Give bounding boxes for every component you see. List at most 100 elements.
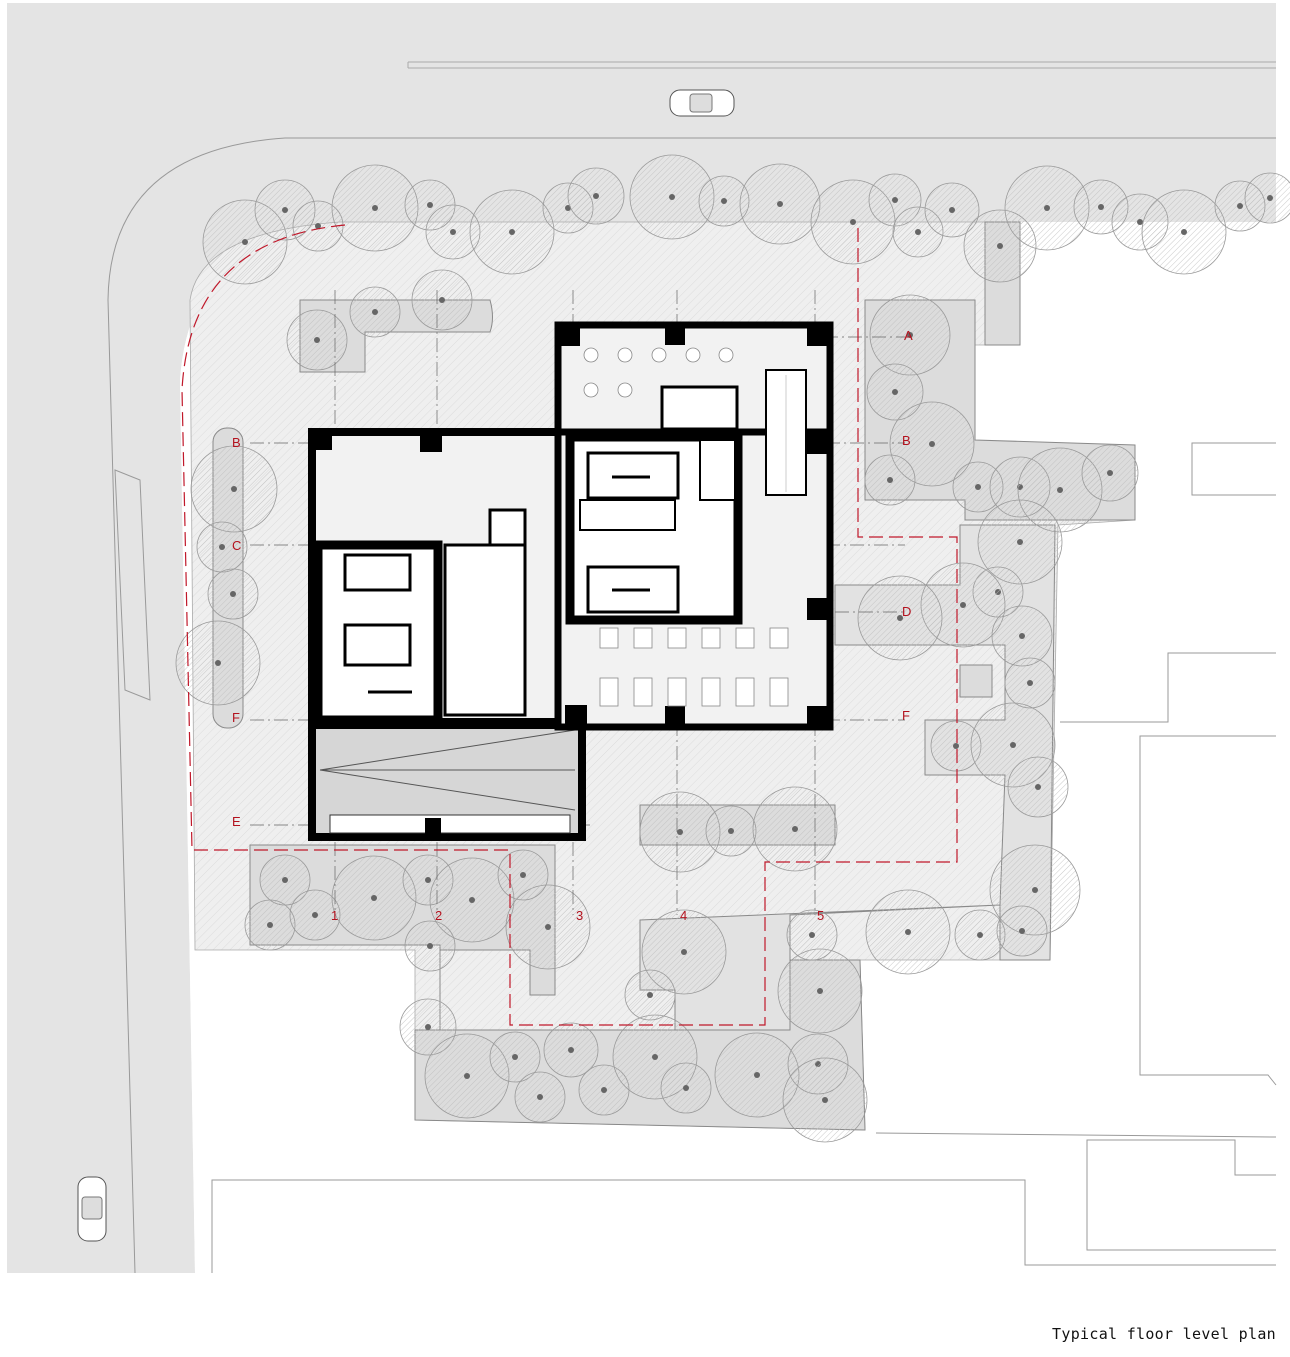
- cafe-table: [685, 347, 701, 363]
- tree-trunk: [669, 194, 675, 200]
- tree-trunk: [960, 602, 966, 608]
- grid-label-e: E: [232, 814, 241, 829]
- building: [308, 321, 834, 841]
- tree-trunk: [439, 297, 445, 303]
- dining-table: [735, 677, 755, 707]
- tree-trunk: [282, 877, 288, 883]
- tree-trunk: [231, 486, 237, 492]
- tree-trunk: [850, 219, 856, 225]
- tree-trunk: [721, 198, 727, 204]
- tree-trunk: [997, 243, 1003, 249]
- grid-label-b-west: B: [232, 435, 241, 450]
- tree-trunk: [1032, 887, 1038, 893]
- cafe-table: [617, 347, 633, 363]
- tree-trunk: [1057, 487, 1063, 493]
- tree-trunk: [372, 309, 378, 315]
- tree-trunk: [1267, 195, 1273, 201]
- dining-table: [599, 677, 619, 707]
- tree-trunk: [929, 441, 935, 447]
- tree-trunk: [953, 743, 959, 749]
- furniture: [583, 347, 789, 707]
- grid-label-1: 1: [331, 908, 338, 923]
- dining-table: [769, 627, 789, 649]
- tree-trunk: [754, 1072, 760, 1078]
- tree-trunk: [509, 229, 515, 235]
- tree-trunk: [267, 922, 273, 928]
- cafe-table: [651, 347, 667, 363]
- tree-trunk: [905, 929, 911, 935]
- tree-trunk: [312, 912, 318, 918]
- tree-trunk: [593, 193, 599, 199]
- toilets: [443, 543, 527, 717]
- tree-trunk: [425, 877, 431, 883]
- tree-trunk: [1027, 680, 1033, 686]
- tree-trunk: [315, 223, 321, 229]
- grid-label-a: A: [904, 328, 913, 343]
- grid-label-3: 3: [576, 908, 583, 923]
- tree-trunk: [1107, 470, 1113, 476]
- dining-table: [667, 627, 687, 649]
- dining-table: [599, 627, 619, 649]
- dining-table: [769, 677, 789, 707]
- tree-trunk: [1137, 219, 1143, 225]
- curb-line: [107, 137, 1276, 1274]
- tree-trunk: [975, 484, 981, 490]
- tree-trunk: [464, 1073, 470, 1079]
- tree-trunk: [537, 1094, 543, 1100]
- tree-trunk: [450, 229, 456, 235]
- tree-trunk: [1098, 204, 1104, 210]
- trees: [175, 154, 1290, 1143]
- tree-trunk: [427, 202, 433, 208]
- tree-trunk: [425, 1024, 431, 1030]
- tree-trunk: [792, 826, 798, 832]
- cafe-table: [583, 347, 599, 363]
- dining-table: [633, 627, 653, 649]
- tree-trunk: [892, 197, 898, 203]
- tree-trunk: [427, 943, 433, 949]
- tree-trunk: [1010, 742, 1016, 748]
- tree-trunk: [949, 207, 955, 213]
- tree-trunk: [677, 829, 683, 835]
- tree-trunk: [565, 205, 571, 211]
- tree-trunk: [371, 895, 377, 901]
- tree-trunk: [907, 332, 913, 338]
- tree-trunk: [777, 201, 783, 207]
- tree-trunk: [469, 897, 475, 903]
- grid-label-c: C: [232, 538, 241, 553]
- tree-trunk: [1019, 633, 1025, 639]
- tree-trunk: [809, 932, 815, 938]
- dining-table: [701, 627, 721, 649]
- grid-label-d: D: [902, 604, 911, 619]
- cafe-table: [617, 382, 633, 398]
- tree-trunk: [372, 205, 378, 211]
- grid-label-b-east: B: [902, 433, 911, 448]
- site-boundary: [181, 222, 958, 1026]
- grid-label-4: 4: [680, 908, 687, 923]
- tree-trunk: [822, 1097, 828, 1103]
- grid-label-f-east: F: [902, 708, 910, 723]
- neighbour-outlines: [114, 442, 1277, 1273]
- tree-trunk: [512, 1054, 518, 1060]
- tree-trunk: [1035, 784, 1041, 790]
- tree-trunk: [230, 591, 236, 597]
- grid-label-5: 5: [817, 908, 824, 923]
- tree-trunk: [1019, 928, 1025, 934]
- tree-trunk: [545, 924, 551, 930]
- tree-trunk: [681, 949, 687, 955]
- car-icon: [669, 89, 735, 117]
- grid-labels: A B B C D E F F 1 2 3 4 5: [232, 328, 913, 923]
- car-icon: [77, 1176, 107, 1242]
- dining-table: [667, 677, 687, 707]
- tree-trunk: [897, 615, 903, 621]
- tree-trunk: [1017, 539, 1023, 545]
- tree-trunk: [683, 1085, 689, 1091]
- tree-trunk: [652, 1054, 658, 1060]
- tree-trunk: [520, 872, 526, 878]
- tree-trunk: [242, 239, 248, 245]
- tree-trunk: [219, 544, 225, 550]
- tree-trunk: [977, 932, 983, 938]
- tree-trunk: [728, 828, 734, 834]
- tree-trunk: [887, 477, 893, 483]
- tree-trunk: [282, 207, 288, 213]
